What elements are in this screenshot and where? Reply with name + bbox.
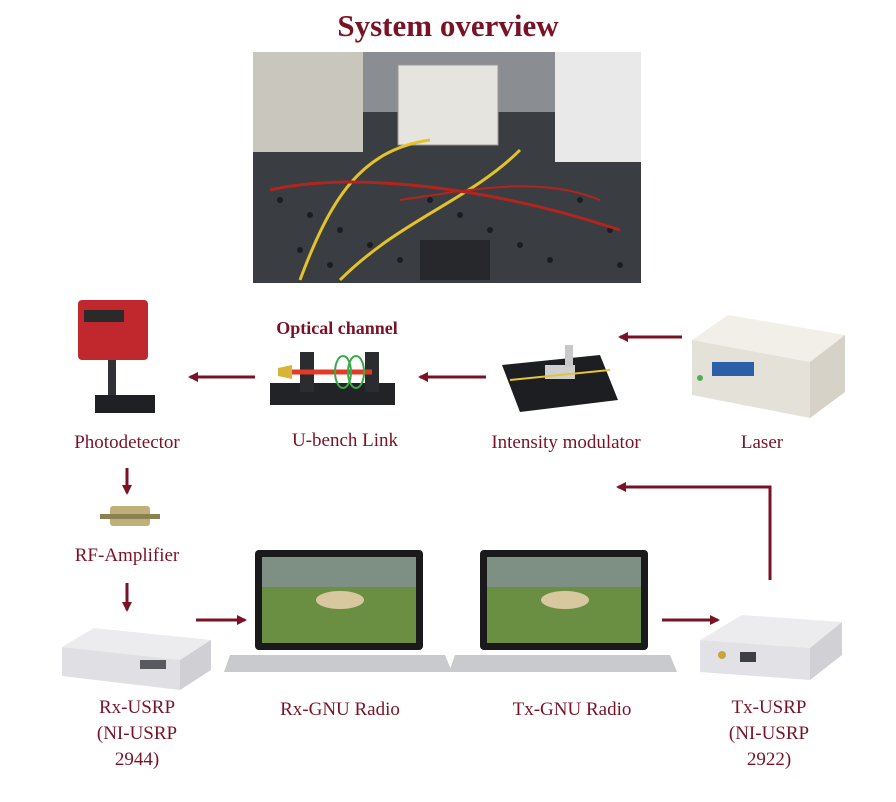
system-photo bbox=[253, 52, 641, 283]
flow-arrows bbox=[122, 332, 772, 625]
page-title: System overview bbox=[337, 8, 559, 43]
photodetector-image bbox=[78, 300, 155, 413]
rx-usrp-label-line2: (NI-USRP bbox=[96, 723, 178, 744]
rx-usrp-label: Rx-USRP (NI-USRP 2944) bbox=[62, 695, 212, 773]
rx-usrp-image bbox=[62, 628, 211, 690]
ubench-label: U-bench Link bbox=[291, 430, 399, 451]
tx-usrp-label-line2: (NI-USRP bbox=[728, 723, 810, 744]
rx-usrp-label-line1: Rx-USRP bbox=[98, 697, 176, 718]
rx-usrp-label-line3: 2944) bbox=[114, 749, 160, 770]
laser-image bbox=[692, 315, 845, 418]
tx-laptop-image bbox=[449, 550, 677, 672]
arrow-tx-usrp-to-modulator bbox=[616, 482, 772, 580]
laser-label: Laser bbox=[740, 432, 784, 453]
rf-amplifier-label: RF-Amplifier bbox=[74, 545, 180, 566]
tx-usrp-label: Tx-USRP (NI-USRP 2922) bbox=[694, 695, 844, 773]
rx-gnu-label: Rx-GNU Radio bbox=[280, 699, 400, 720]
tx-usrp-image bbox=[700, 615, 842, 680]
tx-usrp-label-line3: 2922) bbox=[746, 749, 792, 770]
modulator-label: Intensity modulator bbox=[491, 432, 641, 453]
ubench-image bbox=[270, 352, 395, 405]
tx-usrp-label-line1: Tx-USRP bbox=[731, 697, 807, 718]
optical-channel-label: Optical channel bbox=[276, 318, 398, 338]
photodetector-label: Photodetector bbox=[74, 432, 180, 453]
modulator-image bbox=[502, 345, 618, 412]
rf-amplifier-image bbox=[100, 506, 160, 526]
tx-gnu-label: Tx-GNU Radio bbox=[512, 699, 632, 720]
rx-laptop-image bbox=[224, 550, 452, 672]
